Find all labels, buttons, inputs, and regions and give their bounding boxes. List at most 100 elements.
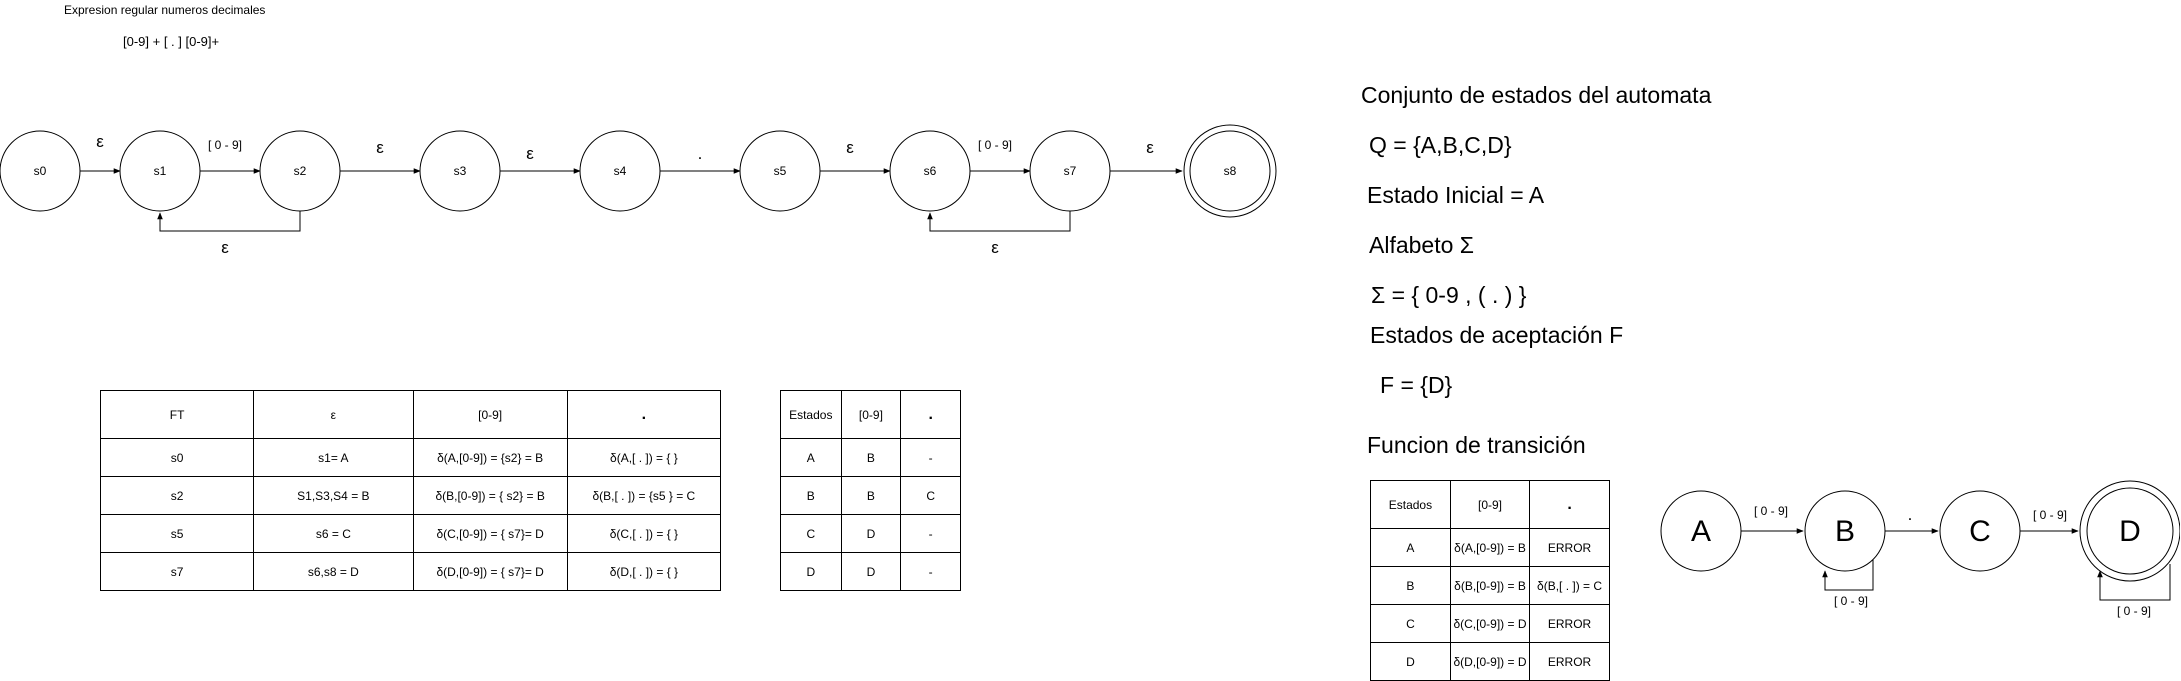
table-row: C D - — [780, 514, 961, 553]
dfa-state: C — [1939, 490, 2021, 572]
table-row: s7 s6,s8 = D δ(D,[0-9]) = { s7}= D δ(D,[… — [99, 552, 722, 591]
table-cell: B — [780, 476, 842, 516]
dfa-loop-label: [ 0 - 9] — [1834, 594, 1868, 608]
table-header-cell: Estados — [780, 389, 842, 440]
table-row: C δ(C,[0-9]) = D ERROR — [1370, 604, 1610, 643]
table-row: s2 S1,S3,S4 = B δ(B,[0-9]) = { s2} = B δ… — [99, 476, 722, 516]
nfa-loop-s7-s6 — [927, 211, 1071, 232]
table-cell: B — [840, 438, 902, 478]
table-header-row: Estados [0-9] . — [780, 389, 961, 440]
table-cell: δ(D,[0-9]) = { s7}= D — [412, 552, 568, 591]
dfa-loop-b — [1822, 560, 1874, 591]
table-header-row: FT ε [0-9] . — [99, 389, 722, 440]
dfa-state: A — [1660, 490, 1742, 572]
table-cell: A — [780, 438, 842, 478]
table-cell: S1,S3,S4 = B — [253, 476, 414, 516]
table-header-cell: . — [566, 389, 722, 440]
svg-text:s2: s2 — [294, 164, 307, 178]
table-cell: s1= A — [253, 438, 414, 478]
nfa-edge-label: ε — [376, 138, 384, 157]
states-set-title: Conjunto de estados del automata — [1361, 82, 1712, 108]
table-cell: δ(C,[0-9]) = D — [1449, 604, 1531, 643]
dfa-loop-d — [2097, 564, 2171, 601]
table-cell: ERROR — [1529, 528, 1610, 568]
nfa-edge-label: ε — [526, 144, 534, 163]
table-row: D D - — [780, 552, 961, 591]
nfa-edge-label: ε — [846, 138, 854, 157]
svg-text:C: C — [1969, 515, 1991, 548]
nfa-edge-label: [ 0 - 9] — [978, 138, 1012, 152]
table-cell: D — [840, 514, 902, 553]
transition-title: Funcion de transición — [1367, 432, 1586, 458]
svg-text:s0: s0 — [34, 164, 47, 178]
alphabet: Σ = { 0-9 , ( . ) } — [1371, 282, 1527, 308]
nfa-state: s5 — [739, 130, 821, 212]
svg-text:s7: s7 — [1064, 164, 1077, 178]
table-cell: D — [1370, 642, 1451, 681]
table-cell: δ(A,[0-9]) = B — [1449, 528, 1531, 568]
table-cell: s5 — [99, 514, 255, 553]
dfa-edge-label: [ 0 - 9] — [1754, 504, 1788, 518]
table-cell: δ(D,[ . ]) = { } — [566, 552, 722, 591]
table-cell: - — [900, 438, 961, 478]
nfa-state: s7 — [1029, 130, 1111, 212]
svg-text:A: A — [1691, 515, 1711, 548]
svg-text:s1: s1 — [154, 164, 167, 178]
table-cell: δ(C,[0-9]) = { s7}= D — [412, 514, 568, 553]
ft-table: FT ε [0-9] . s0 s1= A δ(A,[0-9]) = {s2} … — [99, 389, 722, 591]
nfa-diagram: ε [ 0 - 9] ε ε . ε [ 0 - 9] ε ε ε s0 s1 … — [0, 124, 1277, 257]
table-cell: s6 = C — [253, 514, 414, 553]
table-cell: D — [780, 552, 842, 591]
svg-text:D: D — [2119, 515, 2141, 548]
dfa-diagram: [ 0 - 9] . [ 0 - 9] [ 0 - 9] [ 0 - 9] A … — [1660, 480, 2180, 618]
dfa-loop-label: [ 0 - 9] — [2117, 604, 2151, 618]
alphabet-title: Alfabeto Σ — [1369, 232, 1475, 258]
table-cell: s7 — [99, 552, 255, 591]
nfa-state: s6 — [889, 130, 971, 212]
nfa-loop-label: ε — [221, 238, 229, 257]
table-row: B δ(B,[0-9]) = B δ(B,[ . ]) = C — [1370, 566, 1610, 606]
table-cell: δ(B,[ . ]) = C — [1529, 566, 1610, 606]
table-header-cell: Estados — [1370, 479, 1451, 530]
table-header-cell: . — [900, 389, 961, 440]
table-cell: A — [1370, 528, 1451, 568]
transition-table: Estados [0-9] . A δ(A,[0-9]) = B ERROR B… — [1370, 479, 1610, 681]
table-cell: B — [840, 476, 902, 516]
regex-expression: [0-9] + [ . ] [0-9]+ — [123, 34, 220, 49]
table-cell: - — [900, 514, 961, 553]
nfa-state: s2 — [259, 130, 341, 212]
table-cell: ERROR — [1529, 604, 1610, 643]
table-cell: C — [1370, 604, 1451, 643]
table-cell: C — [900, 476, 961, 516]
accepting-set: F = {D} — [1380, 372, 1453, 398]
table-cell: - — [900, 552, 961, 591]
table-row: s0 s1= A δ(A,[0-9]) = {s2} = B δ(A,[ . ]… — [99, 438, 722, 478]
table-header-cell: ε — [253, 389, 414, 440]
nfa-edge-label: ε — [96, 132, 104, 151]
table-header-cell: FT — [99, 389, 255, 440]
table-cell: s2 — [99, 476, 255, 516]
table-row: D δ(D,[0-9]) = D ERROR — [1370, 642, 1610, 681]
svg-text:s4: s4 — [614, 164, 627, 178]
table-cell: s0 — [99, 438, 255, 478]
table-row: s5 s6 = C δ(C,[0-9]) = { s7}= D δ(C,[ . … — [99, 514, 722, 553]
table-cell: δ(B,[0-9]) = { s2} = B — [412, 476, 568, 516]
nfa-state: s1 — [119, 130, 201, 212]
nfa-loop-label: ε — [991, 238, 999, 257]
nfa-loop-s2-s1 — [157, 211, 301, 232]
table-header-cell: [0-9] — [412, 389, 568, 440]
table-header-cell: [0-9] — [1449, 479, 1531, 530]
nfa-state: s3 — [419, 130, 501, 212]
nfa-edge-label: ε — [1146, 138, 1154, 157]
nfa-state: s0 — [0, 130, 81, 212]
svg-text:s5: s5 — [774, 164, 787, 178]
state-table: Estados [0-9] . A B - B B C C D - D D - — [780, 389, 961, 591]
dfa-state: B — [1804, 490, 1886, 572]
table-cell: δ(A,[ . ]) = { } — [566, 438, 722, 478]
nfa-accepting-state: s8 — [1183, 124, 1277, 218]
nfa-edge-label: [ 0 - 9] — [208, 138, 242, 152]
regex-title: Expresion regular numeros decimales — [64, 3, 266, 17]
table-cell: D — [840, 552, 902, 591]
accepting-title: Estados de aceptación F — [1370, 322, 1624, 348]
dfa-edge-label: . — [1908, 505, 1913, 524]
